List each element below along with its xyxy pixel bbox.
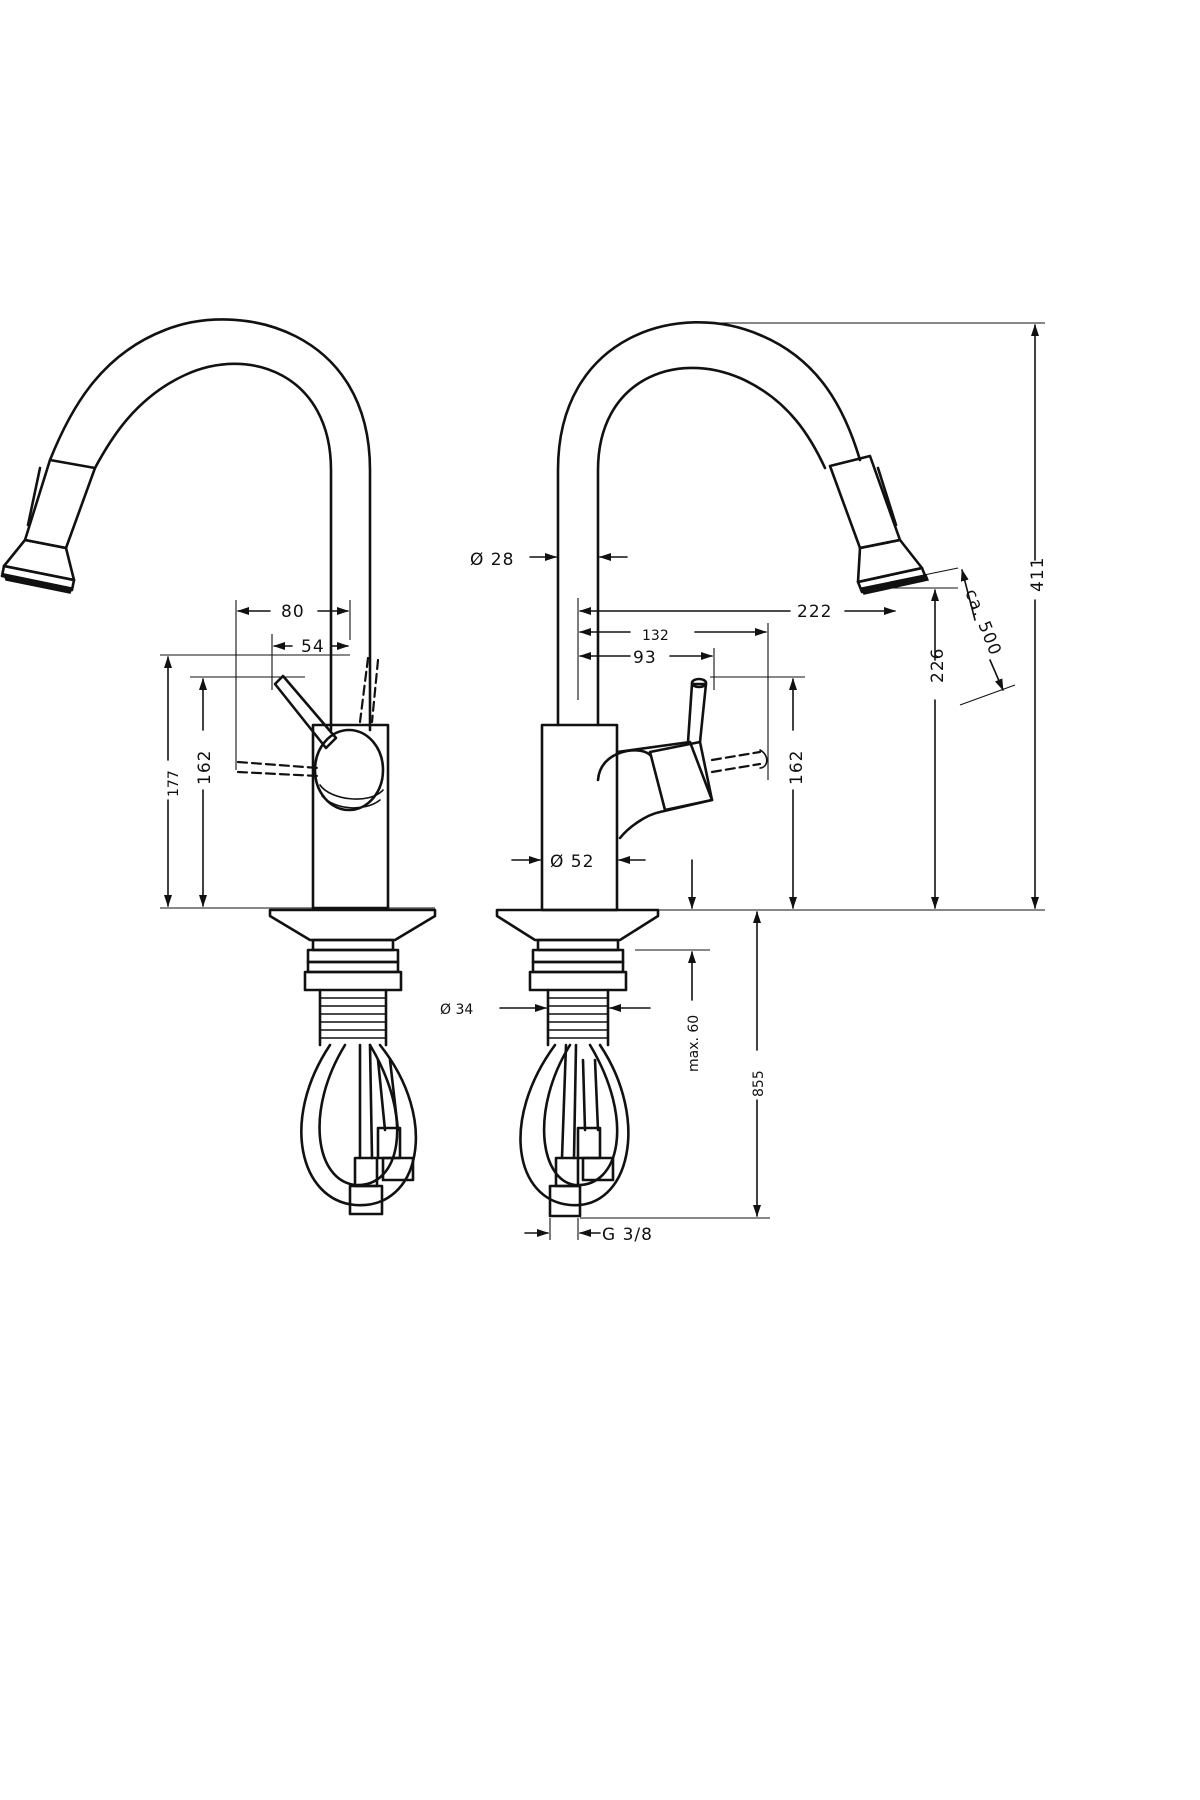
front-supply-hoses <box>300 1043 418 1216</box>
front-body <box>311 723 390 910</box>
front-deck-plate <box>268 908 437 942</box>
dim-52: Ø 52 <box>550 852 594 872</box>
front-lever-alt-1 <box>236 760 320 778</box>
side-dimensions <box>499 322 1045 1240</box>
side-supply-hoses <box>519 1043 630 1218</box>
side-spray-head <box>828 454 930 595</box>
front-lever-alt-2 <box>358 656 380 724</box>
dim-162-right: 162 <box>787 750 807 785</box>
front-handle <box>273 674 385 812</box>
side-mounting-hardware <box>528 938 628 1047</box>
side-lever-alt <box>710 750 762 774</box>
dim-max-60: max. 60 <box>686 1015 702 1072</box>
dim-34: Ø 34 <box>440 1002 473 1018</box>
dim-132: 132 <box>642 628 669 644</box>
front-mounting-hardware <box>303 938 403 1047</box>
faucet-technical-drawing: 80 54 177 162 <box>0 318 1045 1245</box>
front-view <box>0 318 437 1216</box>
dim-54: 54 <box>301 637 325 657</box>
dim-162-left: 162 <box>195 750 215 785</box>
dim-226: 226 <box>928 648 948 683</box>
dim-ca-500: ca. 500 <box>960 586 1005 658</box>
side-view <box>495 321 1045 1218</box>
front-spout-inner <box>93 362 333 732</box>
front-dimensions <box>160 600 351 907</box>
dim-855: 855 <box>751 1070 767 1097</box>
side-spout-inner <box>596 366 827 727</box>
side-handle <box>596 677 714 840</box>
dim-177: 177 <box>166 770 182 797</box>
side-spout-outer <box>556 321 862 727</box>
dim-411: 411 <box>1028 557 1045 592</box>
dim-93: 93 <box>633 648 657 668</box>
dim-g38: G 3/8 <box>602 1225 653 1245</box>
dim-28: Ø 28 <box>470 550 514 570</box>
front-spray-head <box>0 458 97 594</box>
side-body <box>540 723 619 912</box>
side-deck-plate <box>495 908 660 942</box>
dim-80: 80 <box>281 602 305 622</box>
dim-222: 222 <box>797 602 832 622</box>
front-spout-outer <box>48 318 372 732</box>
